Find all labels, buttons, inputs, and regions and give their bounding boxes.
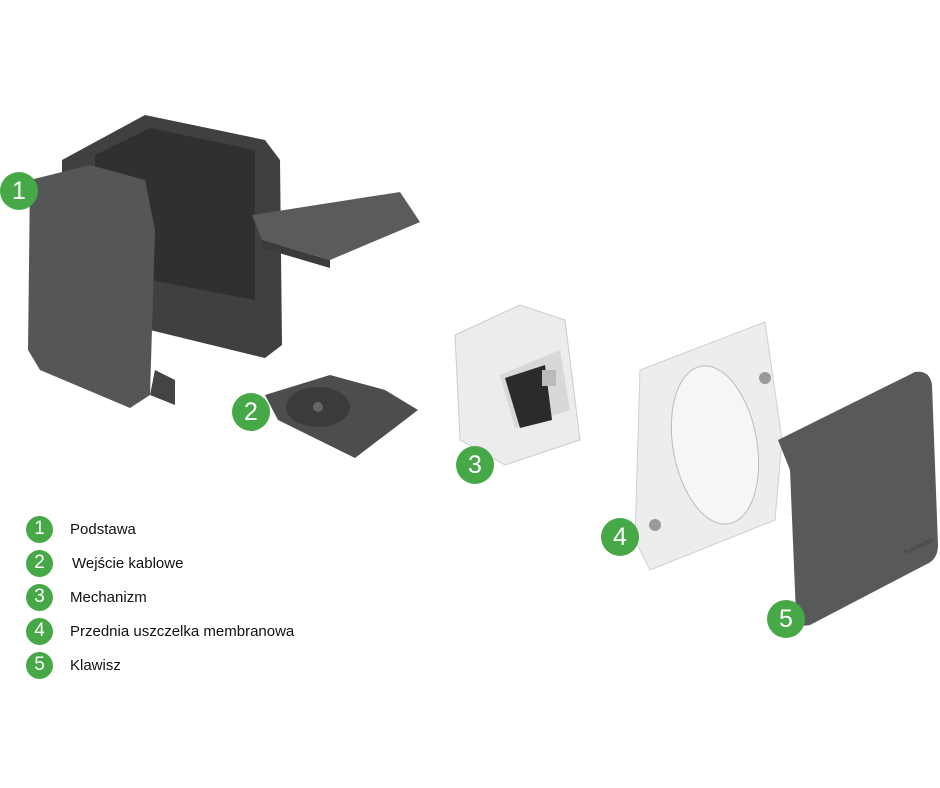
callout-2: 2 [232, 393, 270, 431]
legend-label: Klawisz [70, 656, 121, 674]
legend-label: Przednia uszczelka membranowa [70, 622, 295, 640]
rocker-key-part: Schneider [778, 371, 938, 626]
callout-5: 5 [767, 600, 805, 638]
legend-item: 5 Klawisz [26, 648, 294, 682]
legend-item: 2 Wejście kablowe [26, 546, 294, 580]
mechanism-part [454, 304, 581, 466]
legend-number-badge: 3 [26, 583, 53, 611]
membrane-gasket-part [634, 321, 783, 571]
legend-item: 1 Podstawa [26, 512, 294, 546]
callout-4: 4 [601, 518, 639, 556]
legend-number-badge: 4 [26, 617, 53, 645]
legend-item: 3 Mechanizm [26, 580, 294, 614]
callout-1: 1 [0, 172, 38, 210]
cable-entry-part [265, 375, 418, 458]
base-part [28, 115, 420, 408]
legend: 1 Podstawa 2 Wejście kablowe 3 Mechanizm… [26, 512, 294, 682]
legend-number-badge: 2 [26, 549, 53, 577]
legend-label: Wejście kablowe [72, 554, 184, 572]
legend-label: Mechanizm [70, 588, 147, 606]
legend-label: Podstawa [70, 520, 136, 538]
legend-number-badge: 1 [26, 515, 53, 543]
legend-number-badge: 5 [26, 651, 53, 679]
callout-3: 3 [456, 446, 494, 484]
legend-item: 4 Przednia uszczelka membranowa [26, 614, 294, 648]
